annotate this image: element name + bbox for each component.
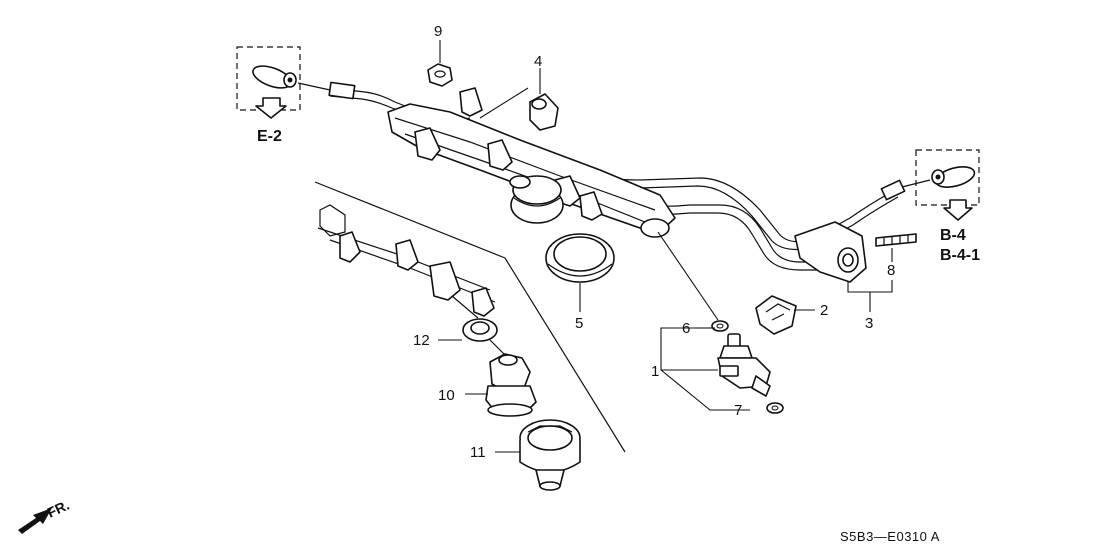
intake-manifold-outline: [314, 181, 626, 453]
callout-4: 4: [534, 53, 542, 70]
part-5-seal-ring: [545, 233, 615, 283]
diagram-code: S5B3—E0310 A: [840, 529, 940, 544]
callout-11: 11: [470, 444, 486, 461]
part-12-washer: [462, 318, 498, 342]
callout-9: 9: [434, 23, 442, 40]
callout-1: 1: [651, 363, 659, 380]
part-6-o-ring: [711, 320, 729, 332]
callout-12: 12: [413, 332, 430, 349]
front-direction-arrow-icon: [18, 508, 52, 534]
part-2-clip: [755, 295, 797, 335]
part-9-nut: [427, 63, 453, 87]
callout-10: 10: [438, 387, 455, 404]
callout-8: 8: [887, 262, 895, 279]
ref-arrow-e2: [255, 97, 287, 119]
right-hose-connection: [901, 149, 980, 206]
left-hose-connection: [236, 46, 331, 111]
front-marker-label: FR.: [45, 497, 72, 521]
callout-3: 3: [865, 315, 873, 332]
ref-b4-label: B-4: [940, 227, 966, 244]
callout-5: 5: [575, 315, 583, 332]
ref-b41-label: B-4-1: [940, 247, 980, 264]
part-10-pressure-regulator: [485, 353, 537, 417]
part-1-fuel-injector: [717, 333, 771, 397]
part-4-cushion: [529, 93, 559, 131]
callout-2: 2: [820, 302, 828, 319]
part-11-regulator-holder: [519, 419, 581, 491]
part-7-o-ring: [766, 402, 784, 414]
ref-arrow-b4: [943, 199, 973, 221]
callout-7: 7: [734, 402, 742, 419]
part-8-stud-bolt: [875, 233, 917, 247]
ref-e2-label: E-2: [257, 128, 282, 145]
fuel-rail: [387, 87, 867, 283]
